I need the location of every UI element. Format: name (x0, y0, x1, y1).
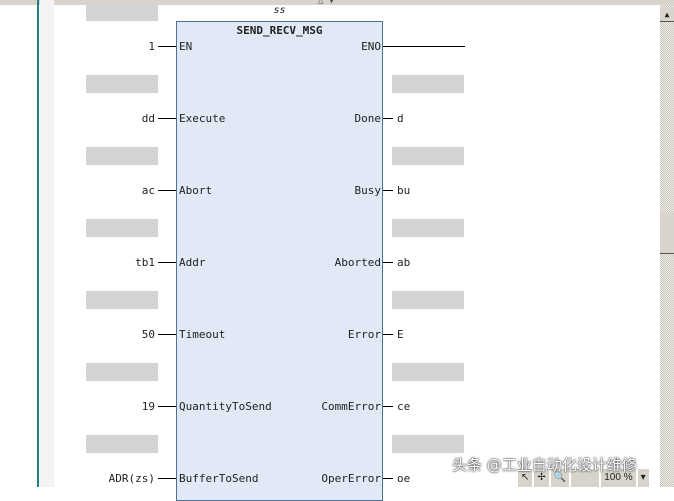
input-pin: QuantityToSend (179, 400, 272, 413)
input-pin: Execute (179, 112, 226, 125)
input-wire (158, 118, 176, 119)
top-toolbar-edge (0, 0, 674, 5)
scroll-thumb[interactable] (660, 213, 674, 254)
output-pin: OperError (321, 472, 381, 485)
input-variable[interactable]: ADR(zs) (108, 472, 155, 485)
output-variable[interactable]: bu (397, 184, 411, 197)
block-instance-name[interactable]: ss (273, 5, 286, 16)
output-wire (383, 334, 393, 335)
input-variable[interactable]: 50 (141, 328, 155, 341)
empty-slot (392, 75, 464, 93)
output-pin: CommError (321, 400, 381, 413)
eno-wire (383, 46, 465, 47)
output-pin: Busy (354, 184, 382, 197)
empty-slot (86, 75, 158, 93)
input-wire (158, 406, 176, 407)
empty-slot (86, 291, 158, 309)
output-variable[interactable]: E (397, 328, 404, 341)
scroll-up-button[interactable]: ▲ (660, 8, 674, 22)
input-variable[interactable]: ac (141, 184, 155, 197)
power-rail (37, 0, 39, 487)
empty-slot (392, 219, 464, 237)
output-pin: ENO (361, 40, 381, 53)
output-pin: Aborted (334, 256, 381, 269)
input-pin: EN (179, 40, 193, 53)
output-variable[interactable]: ab (397, 256, 411, 269)
input-wire (158, 334, 176, 335)
output-variable[interactable]: oe (397, 472, 411, 485)
output-variable[interactable]: ce (397, 400, 411, 413)
empty-slot (86, 435, 158, 453)
zoom-tool-icon[interactable]: 🔍 (550, 469, 570, 487)
output-wire (383, 118, 393, 119)
zoom-level[interactable]: 100 % (601, 469, 636, 487)
input-wire (158, 478, 176, 479)
output-pin: Error (347, 328, 381, 341)
output-wire (383, 406, 393, 407)
watermark: 头条 @工业自动化设计维修 (452, 456, 637, 474)
function-block[interactable] (176, 21, 383, 501)
zoom-dropdown-icon[interactable]: ▾ (637, 469, 649, 487)
move-tool-icon[interactable]: ✢ (534, 469, 549, 487)
input-wire (158, 190, 176, 191)
empty-slot (86, 219, 158, 237)
input-variable[interactable]: dd (141, 112, 155, 125)
input-wire (158, 46, 176, 47)
input-variable[interactable]: 19 (141, 400, 155, 413)
empty-slot (392, 147, 464, 165)
input-pin: Addr (179, 256, 206, 269)
output-wire (383, 262, 393, 263)
empty-slot (392, 291, 464, 309)
input-variable[interactable]: 1 (148, 40, 155, 53)
output-wire (383, 478, 393, 479)
output-wire (383, 190, 393, 191)
empty-slot (392, 363, 464, 381)
input-variable[interactable]: tb1 (135, 256, 155, 269)
pointer-tool-icon[interactable]: ↖ (518, 469, 533, 487)
block-type-name: SEND_RECV_MSG (236, 24, 323, 37)
input-wire (158, 262, 176, 263)
empty-slot (86, 3, 158, 21)
empty-slot (86, 147, 158, 165)
empty-slot (86, 363, 158, 381)
empty-slot (392, 435, 464, 453)
output-variable[interactable]: d (397, 112, 404, 125)
output-pin: Done (354, 112, 382, 125)
input-pin: Abort (179, 184, 213, 197)
input-pin: BufferToSend (179, 472, 259, 485)
network-margin (40, 0, 54, 487)
status-bar: ↖ ✢ 🔍 100 % ▾ (518, 469, 649, 487)
nav-arrows-icon[interactable]: △ ▼ (318, 0, 335, 6)
input-pin: Timeout (179, 328, 226, 341)
